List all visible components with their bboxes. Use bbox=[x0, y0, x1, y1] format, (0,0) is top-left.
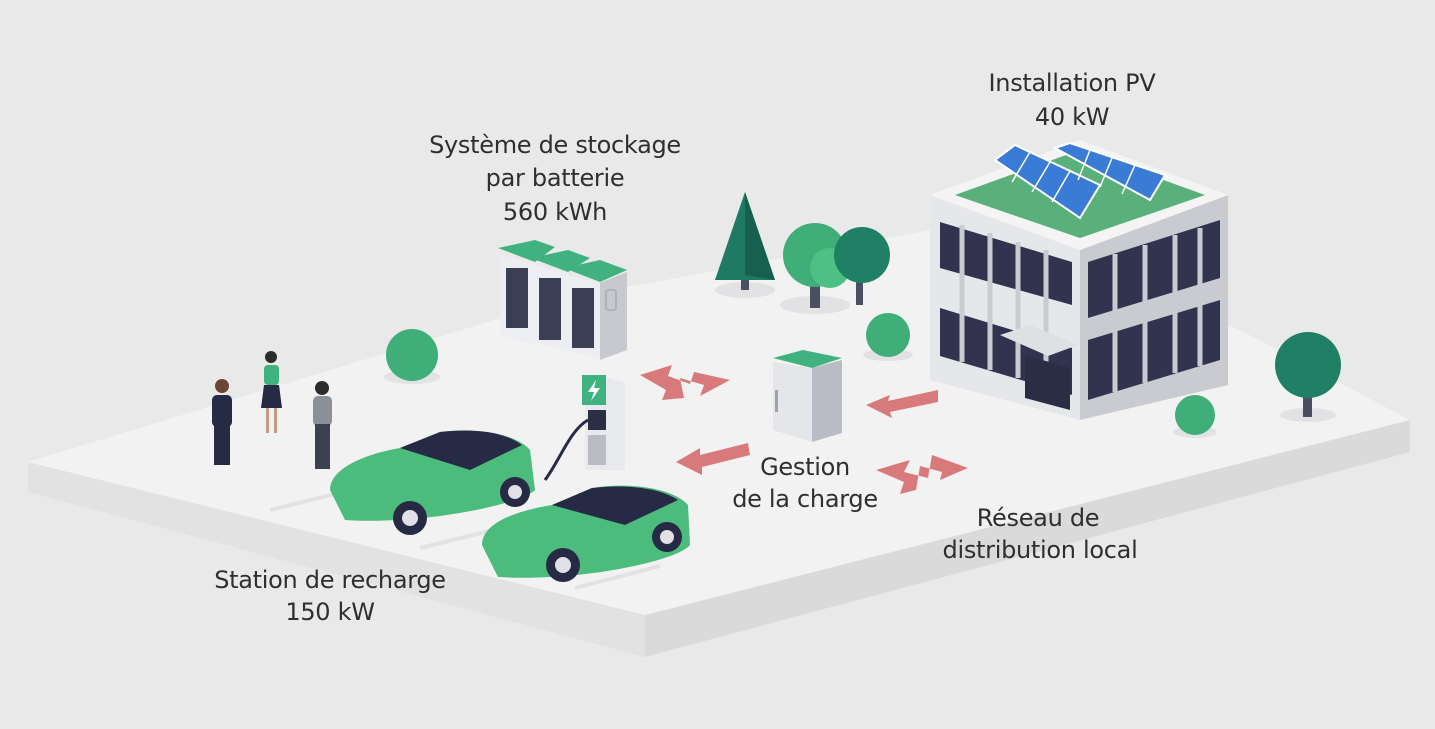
battery-label-line1: Système de stockage bbox=[429, 131, 681, 159]
pv-label-line1: Installation PV bbox=[989, 69, 1157, 97]
solar-panels bbox=[993, 141, 1167, 220]
load-management-cabinet bbox=[773, 350, 842, 442]
station-label-line1: Station de recharge bbox=[214, 566, 446, 594]
electric-car-front bbox=[482, 485, 690, 582]
grid-label-line1: Réseau de bbox=[977, 504, 1099, 532]
station-label-line2: 150 kW bbox=[285, 598, 374, 626]
electric-car-back bbox=[330, 430, 535, 535]
energy-flow-arrows bbox=[640, 365, 968, 494]
label-charging-station: Station de recharge 150 kW bbox=[214, 566, 446, 626]
management-label-line1: Gestion bbox=[760, 453, 850, 481]
label-load-management: Gestion de la charge bbox=[732, 453, 878, 513]
trees bbox=[384, 192, 1341, 438]
office-building bbox=[930, 140, 1228, 420]
battery-storage-cabinets bbox=[498, 240, 627, 360]
battery-label-line3: 560 kWh bbox=[503, 198, 607, 226]
label-local-grid: Réseau de distribution local bbox=[943, 504, 1138, 564]
label-battery-storage: Système de stockage par batterie 560 kWh bbox=[429, 131, 681, 226]
battery-label-line2: par batterie bbox=[486, 164, 625, 192]
grid-label-line2: distribution local bbox=[943, 536, 1138, 564]
management-label-line2: de la charge bbox=[732, 485, 878, 513]
lightning-bolt-icon bbox=[588, 380, 600, 401]
people bbox=[212, 351, 332, 469]
label-pv-installation: Installation PV 40 kW bbox=[989, 69, 1157, 131]
pv-label-line2: 40 kW bbox=[1035, 103, 1109, 131]
charging-station bbox=[543, 375, 625, 481]
battery-icon bbox=[605, 289, 617, 311]
